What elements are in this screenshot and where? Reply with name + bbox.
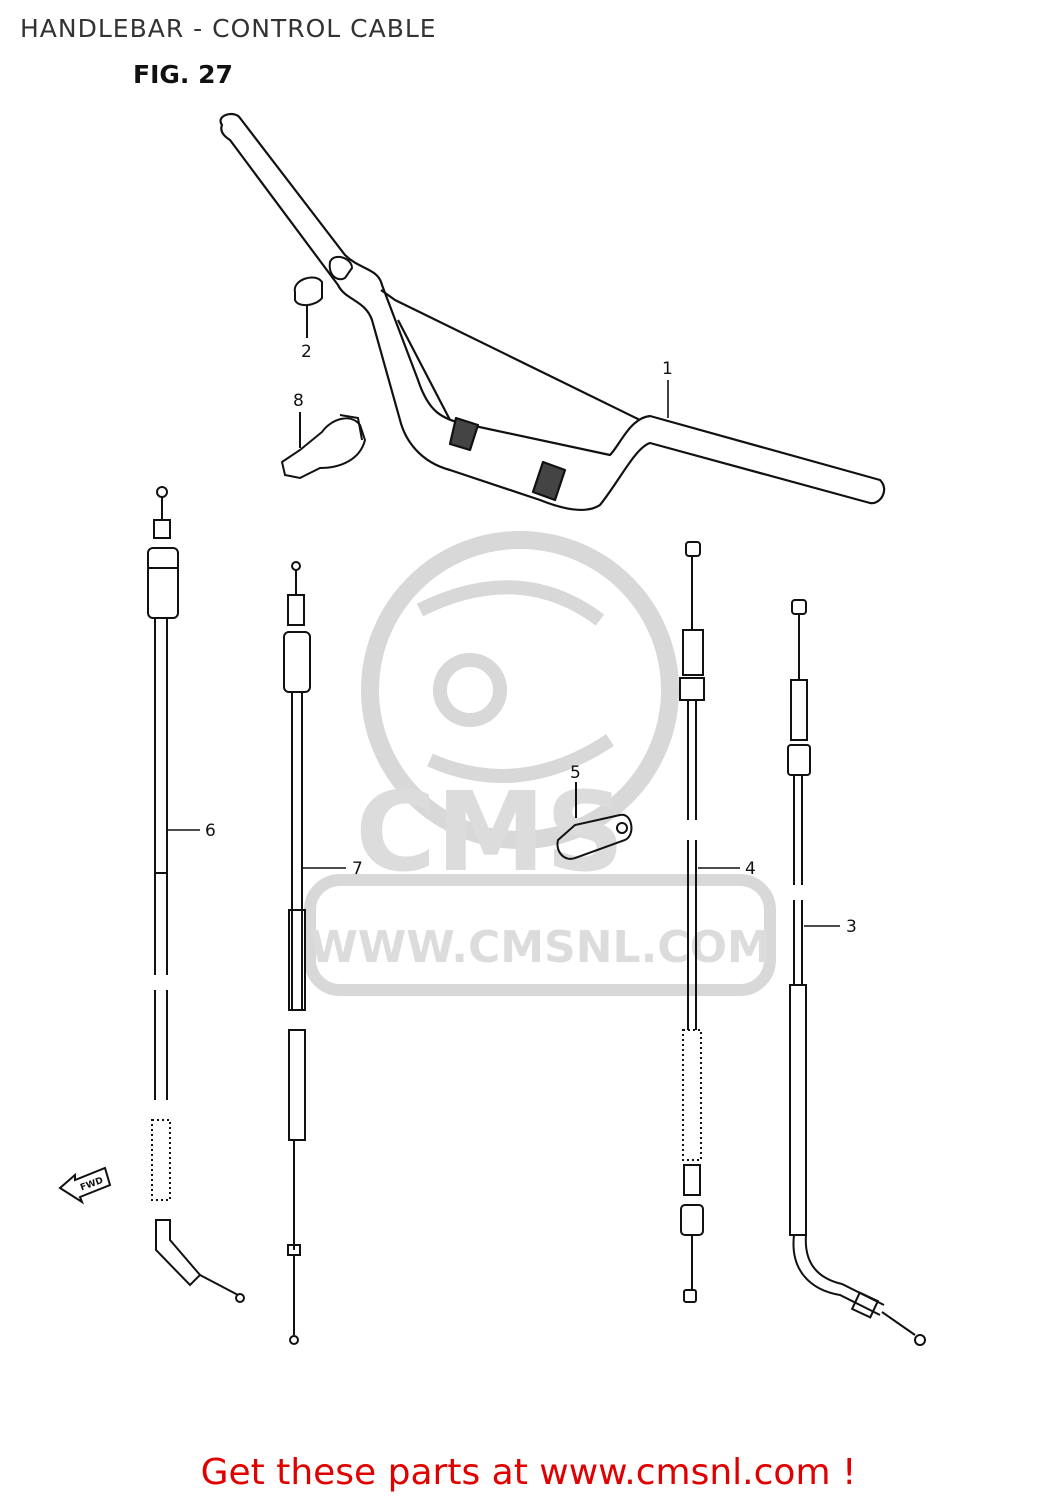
cable-clamp (556, 782, 633, 860)
callout-2: 2 (301, 342, 312, 362)
get-parts-link[interactable]: Get these parts at www.cmsnl.com ! (200, 1452, 857, 1493)
callout-8: 8 (293, 391, 304, 411)
handlebar-balancer (293, 255, 354, 338)
callout-5: 5 (570, 763, 581, 783)
callout-7: 7 (352, 859, 363, 879)
figure-number: FIG. 27 (133, 60, 233, 89)
callout-1: 1 (662, 359, 673, 379)
page-title: HANDLEBAR - CONTROL CABLE (20, 14, 437, 43)
cms-watermark (304, 531, 776, 996)
cable-6 (147, 486, 245, 1303)
cable-3 (787, 599, 926, 1346)
cable-4 (679, 541, 705, 1303)
watermark-url: WWW.CMSNL.COM (309, 922, 771, 973)
cable-7 (283, 561, 311, 1345)
handlebar (219, 112, 886, 512)
forward-direction-arrow-icon: FWD (58, 1166, 112, 1205)
callout-3: 3 (846, 917, 857, 937)
callout-4: 4 (745, 859, 756, 879)
watermark-brand: CMS (355, 768, 624, 896)
callout-6: 6 (205, 821, 216, 841)
handlebar-holder (280, 412, 367, 480)
